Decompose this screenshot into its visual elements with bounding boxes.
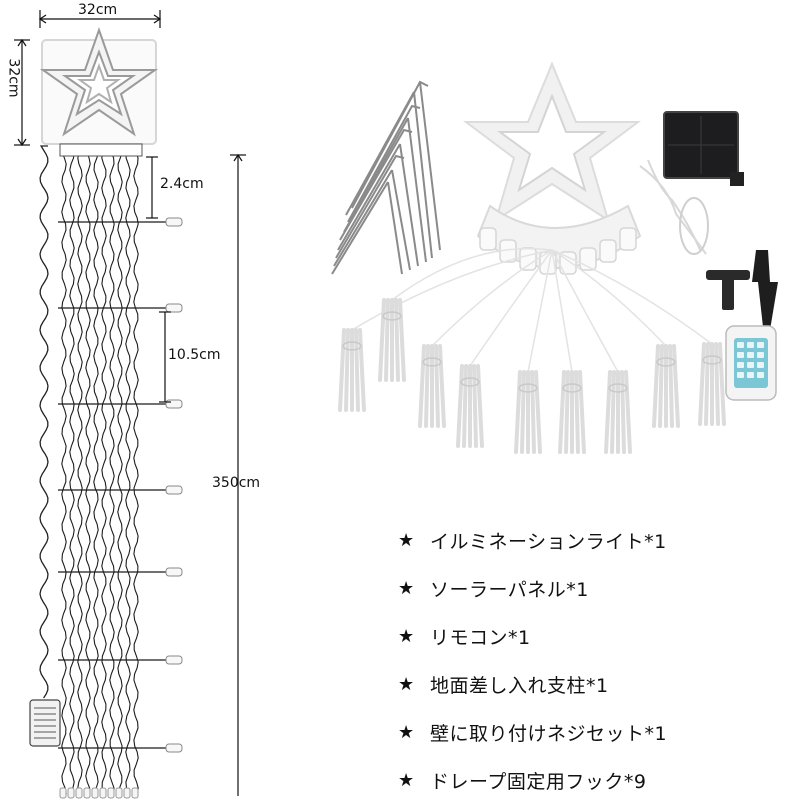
strand-wire — [77, 145, 83, 795]
light-bundle — [338, 328, 366, 412]
spacing-dimension — [159, 311, 171, 403]
strand-wire — [101, 145, 107, 795]
strand-wire — [61, 145, 67, 795]
product-photo — [331, 61, 778, 454]
bundle-wire — [351, 249, 553, 331]
product-star — [463, 61, 641, 223]
end-bulb — [83, 787, 91, 799]
light-strands — [58, 143, 183, 799]
height-label: 32cm — [5, 58, 22, 98]
star-icon: ★ — [398, 625, 415, 647]
gap-dimension — [146, 156, 158, 219]
length-label: 350cm — [212, 475, 261, 491]
light-bundles — [338, 247, 726, 454]
star-icon: ★ — [398, 577, 415, 599]
package-contents-list: ★ イルミネーションライト*1 ★ ソーラーパネル*1 ★ リモコン*1 ★ 地… — [398, 516, 798, 804]
light-bundle — [604, 370, 632, 454]
list-item: ★ ソーラーパネル*1 — [398, 564, 798, 612]
light-bundle — [418, 344, 446, 428]
battery-box — [29, 699, 61, 747]
star-topper — [39, 26, 159, 145]
strand-wire — [69, 145, 75, 795]
bundle-wire — [551, 249, 573, 373]
list-item-label: 壁に取り付けネジセット*1 — [430, 722, 668, 745]
strand-wire — [133, 145, 139, 795]
width-dimension — [38, 10, 162, 28]
strand-wire — [109, 145, 115, 795]
light-bundle — [378, 298, 406, 382]
light-bundle — [698, 342, 726, 426]
star-icon: ★ — [398, 769, 415, 791]
end-bulb — [75, 787, 83, 799]
cable-coil — [639, 159, 709, 255]
remote-control — [725, 325, 777, 401]
star-icon: ★ — [398, 673, 415, 695]
strand-wire — [125, 145, 131, 795]
list-item-label: リモコン*1 — [430, 626, 531, 649]
strand-wire — [85, 145, 91, 795]
light-bundle — [652, 344, 680, 428]
end-bulb — [99, 787, 107, 799]
ground-stake — [752, 250, 778, 354]
height-dimension — [14, 38, 30, 147]
star-icon: ★ — [398, 529, 415, 551]
drapery-hooks — [331, 80, 441, 275]
led-bulb — [165, 655, 183, 665]
bundle-wire — [469, 249, 553, 367]
list-item-label: 地面差し入れ支柱*1 — [430, 674, 609, 697]
led-bulb — [165, 217, 183, 227]
lead-wire — [39, 145, 49, 699]
width-label: 32cm — [78, 2, 118, 18]
light-bundle — [558, 370, 586, 454]
strand-wire — [117, 145, 123, 795]
wall-bracket — [706, 270, 750, 310]
bundle-wire — [527, 249, 553, 373]
led-bulb — [165, 399, 183, 409]
solar-panel — [663, 111, 744, 186]
led-bulb — [165, 485, 183, 495]
length-dimension — [230, 153, 246, 796]
list-item-label: ソーラーパネル*1 — [430, 578, 589, 601]
end-bulb — [59, 787, 67, 799]
spacing-label: 10.5cm — [168, 347, 221, 363]
list-item: ★ イルミネーションライト*1 — [398, 516, 798, 564]
list-item: ★ 壁に取り付けネジセット*1 — [398, 708, 798, 756]
light-bundle — [514, 370, 542, 454]
strand-top-clip — [59, 143, 143, 157]
end-bulb — [107, 787, 115, 799]
bundle-wire — [551, 249, 713, 345]
list-item: ★ ドレープ固定用フック*9 — [398, 756, 798, 804]
end-bulb — [115, 787, 123, 799]
list-item-label: ドレープ固定用フック*9 — [430, 770, 647, 793]
end-bulb — [123, 787, 131, 799]
strand-wire — [93, 145, 99, 795]
list-item-label: イルミネーションライト*1 — [430, 530, 667, 553]
gap-label: 2.4cm — [160, 176, 204, 192]
led-bulb — [165, 567, 183, 577]
end-bulb — [131, 787, 139, 799]
star-icon: ★ — [398, 721, 415, 743]
light-bundle — [456, 364, 484, 448]
bundle-wire — [431, 249, 553, 347]
led-bulb — [165, 743, 183, 753]
list-item: ★ 地面差し入れ支柱*1 — [398, 660, 798, 708]
list-item: ★ リモコン*1 — [398, 612, 798, 660]
end-bulb — [91, 787, 99, 799]
bundle-wire — [391, 247, 553, 301]
end-bulb — [67, 787, 75, 799]
led-bulb — [165, 303, 183, 313]
bundle-wire — [551, 249, 667, 347]
bundle-wire — [551, 249, 619, 373]
